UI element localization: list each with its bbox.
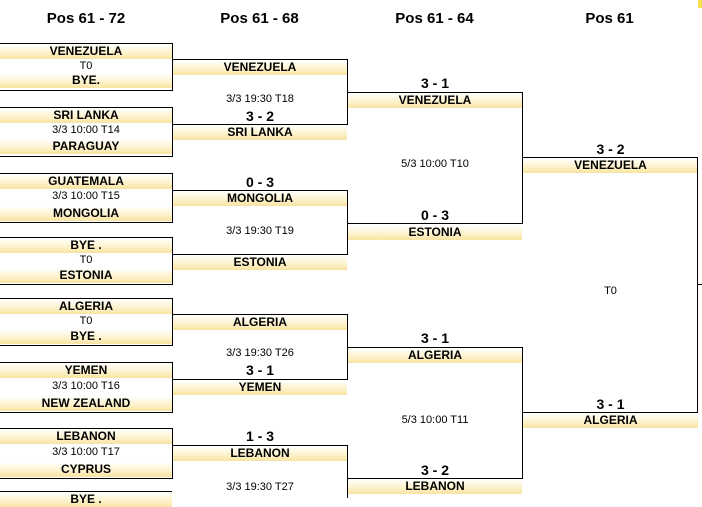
r1-m8-top-team: BYE . <box>0 492 172 507</box>
r1-m2-info: 3/3 10:00 T14 <box>52 124 120 136</box>
r1-m4-top-team: BYE . <box>0 238 172 253</box>
r1-m3-bottom-team: MONGOLIA <box>0 206 172 221</box>
r2-slot-2-team: SRI LANKA <box>173 125 347 140</box>
r1-m3-info: 3/3 10:00 T15 <box>52 190 120 202</box>
header-round-2: Pos 61 - 68 <box>220 10 299 27</box>
r4-bottom-line <box>522 412 698 413</box>
r2-slot-3-score: 0 - 3 <box>245 174 274 190</box>
r1-m4-bottom-line <box>0 284 172 285</box>
r1-m7-bottom-line <box>0 478 172 479</box>
r1-m2-top-line <box>0 107 172 108</box>
r3-match-b-top-line <box>347 347 522 348</box>
r1-m7-bottom-team: CYPRUS <box>0 462 172 477</box>
r1-m1-vertical-line <box>172 43 173 91</box>
header-round-4: Pos 61 <box>585 10 634 27</box>
r3-slot-2-score: 0 - 3 <box>420 207 449 223</box>
r2-slot-3-team: MONGOLIA <box>173 191 347 206</box>
r2-match-d-top-line <box>172 445 347 446</box>
r2-slot-1-team: VENEZUELA <box>173 60 347 75</box>
r1-m6-vertical-line <box>172 362 173 413</box>
r2-slot-7-score: 1 - 3 <box>245 428 274 444</box>
r1-m7-info: 3/3 10:00 T17 <box>52 446 120 458</box>
r4-top-line <box>522 157 698 158</box>
r1-m5-bottom-team: BYE . <box>0 329 172 344</box>
r1-m4-info: T0 <box>79 254 93 266</box>
r2-match-a-info: 3/3 19:30 T18 <box>226 93 294 105</box>
r2-match-c-info: 3/3 19:30 T26 <box>226 347 294 359</box>
r2-match-d-info: 3/3 19:30 T27 <box>226 481 294 493</box>
r3-slot-2-team: ESTONIA <box>348 225 522 240</box>
r1-m1-top-team: VENEZUELA <box>0 44 172 59</box>
r1-m6-bottom-team: NEW ZEALAND <box>0 396 172 411</box>
r1-m5-top-line <box>0 298 172 299</box>
r1-m6-top-team: YEMEN <box>0 363 172 378</box>
r2-slot-6-score: 3 - 1 <box>245 362 274 378</box>
r1-m3-vertical-line <box>172 173 173 223</box>
r1-m2-top-team: SRI LANKA <box>0 108 172 123</box>
r1-m6-top-line <box>0 362 172 363</box>
r2-match-a-top-line <box>172 59 347 60</box>
r1-m4-bottom-team: ESTONIA <box>0 268 172 283</box>
r1-m8-top-line <box>0 491 172 492</box>
r2-slot-4-team: ESTONIA <box>173 255 347 270</box>
r2-slot-7-team: LEBANON <box>173 446 347 461</box>
r4-slot-2-team: ALGERIA <box>523 413 698 428</box>
r1-m1-info: T0 <box>79 60 93 72</box>
r1-m7-top-line <box>0 428 172 429</box>
r3-match-b-vertical-line <box>522 347 523 479</box>
r1-m6-info: 3/3 10:00 T16 <box>52 380 120 392</box>
r4-exit-line <box>697 284 702 285</box>
r2-match-c-bottom-line <box>172 379 347 380</box>
r1-m6-bottom-line <box>0 412 172 413</box>
r3-slot-3-team: ALGERIA <box>348 348 522 363</box>
r1-m7-vertical-line <box>172 428 173 479</box>
r1-m3-bottom-line <box>0 222 172 223</box>
r1-m4-top-line <box>0 237 172 238</box>
r3-match-a-info: 5/3 10:00 T10 <box>401 158 469 170</box>
r1-m2-bottom-team: PARAGUAY <box>0 139 172 154</box>
r1-m3-top-line <box>0 173 172 174</box>
final-info: T0 <box>604 285 617 297</box>
r2-match-b-vertical-line <box>347 190 348 255</box>
r2-match-c-top-line <box>172 314 347 315</box>
r2-slot-6-team: YEMEN <box>173 380 347 395</box>
r2-match-d-vertical-line <box>347 445 348 498</box>
r3-match-b-info: 5/3 10:00 T11 <box>401 414 469 426</box>
r1-m5-bottom-line <box>0 345 172 346</box>
r1-m3-top-team: GUATEMALA <box>0 174 172 189</box>
header-round-1: Pos 61 - 72 <box>46 10 126 27</box>
r4-slot-2-score: 3 - 1 <box>596 396 625 412</box>
r1-m5-info: T0 <box>79 315 93 327</box>
header-round-3: Pos 61 - 64 <box>395 10 474 27</box>
r2-slot-2-score: 3 - 2 <box>245 108 274 124</box>
r3-match-b-bottom-line <box>347 478 522 479</box>
r2-slot-5-team: ALGERIA <box>173 315 347 330</box>
r1-m7-top-team: LEBANON <box>0 429 172 444</box>
r1-m1-top-line <box>0 43 172 44</box>
corner-marker <box>698 0 702 8</box>
r3-slot-1-score: 3 - 1 <box>420 75 449 91</box>
r3-match-a-top-line <box>347 92 522 93</box>
r3-slot-3-score: 3 - 1 <box>420 330 449 346</box>
r2-match-b-top-line <box>172 190 347 191</box>
r4-vertical-line <box>697 157 698 413</box>
r2-match-b-bottom-line <box>172 254 347 255</box>
r3-match-a-vertical-line <box>522 92 523 224</box>
r1-m4-vertical-line <box>172 237 173 285</box>
r4-slot-1-score: 3 - 2 <box>596 141 625 157</box>
r3-slot-4-score: 3 - 2 <box>420 462 449 478</box>
r2-match-b-info: 3/3 19:30 T19 <box>226 225 294 237</box>
r1-m2-bottom-line <box>0 156 172 157</box>
r1-m5-top-team: ALGERIA <box>0 299 172 314</box>
r1-m1-bottom-line <box>0 90 172 91</box>
r3-slot-4-team: LEBANON <box>348 479 522 494</box>
r3-slot-1-team: VENEZUELA <box>348 93 522 108</box>
r1-m1-bottom-team: BYE. <box>0 73 172 88</box>
r3-match-a-bottom-line <box>347 223 522 224</box>
r2-match-a-bottom-line <box>172 124 347 125</box>
r1-m5-vertical-line <box>172 298 173 346</box>
r1-m2-vertical-line <box>172 107 173 157</box>
r4-slot-1-team: VENEZUELA <box>523 158 698 173</box>
